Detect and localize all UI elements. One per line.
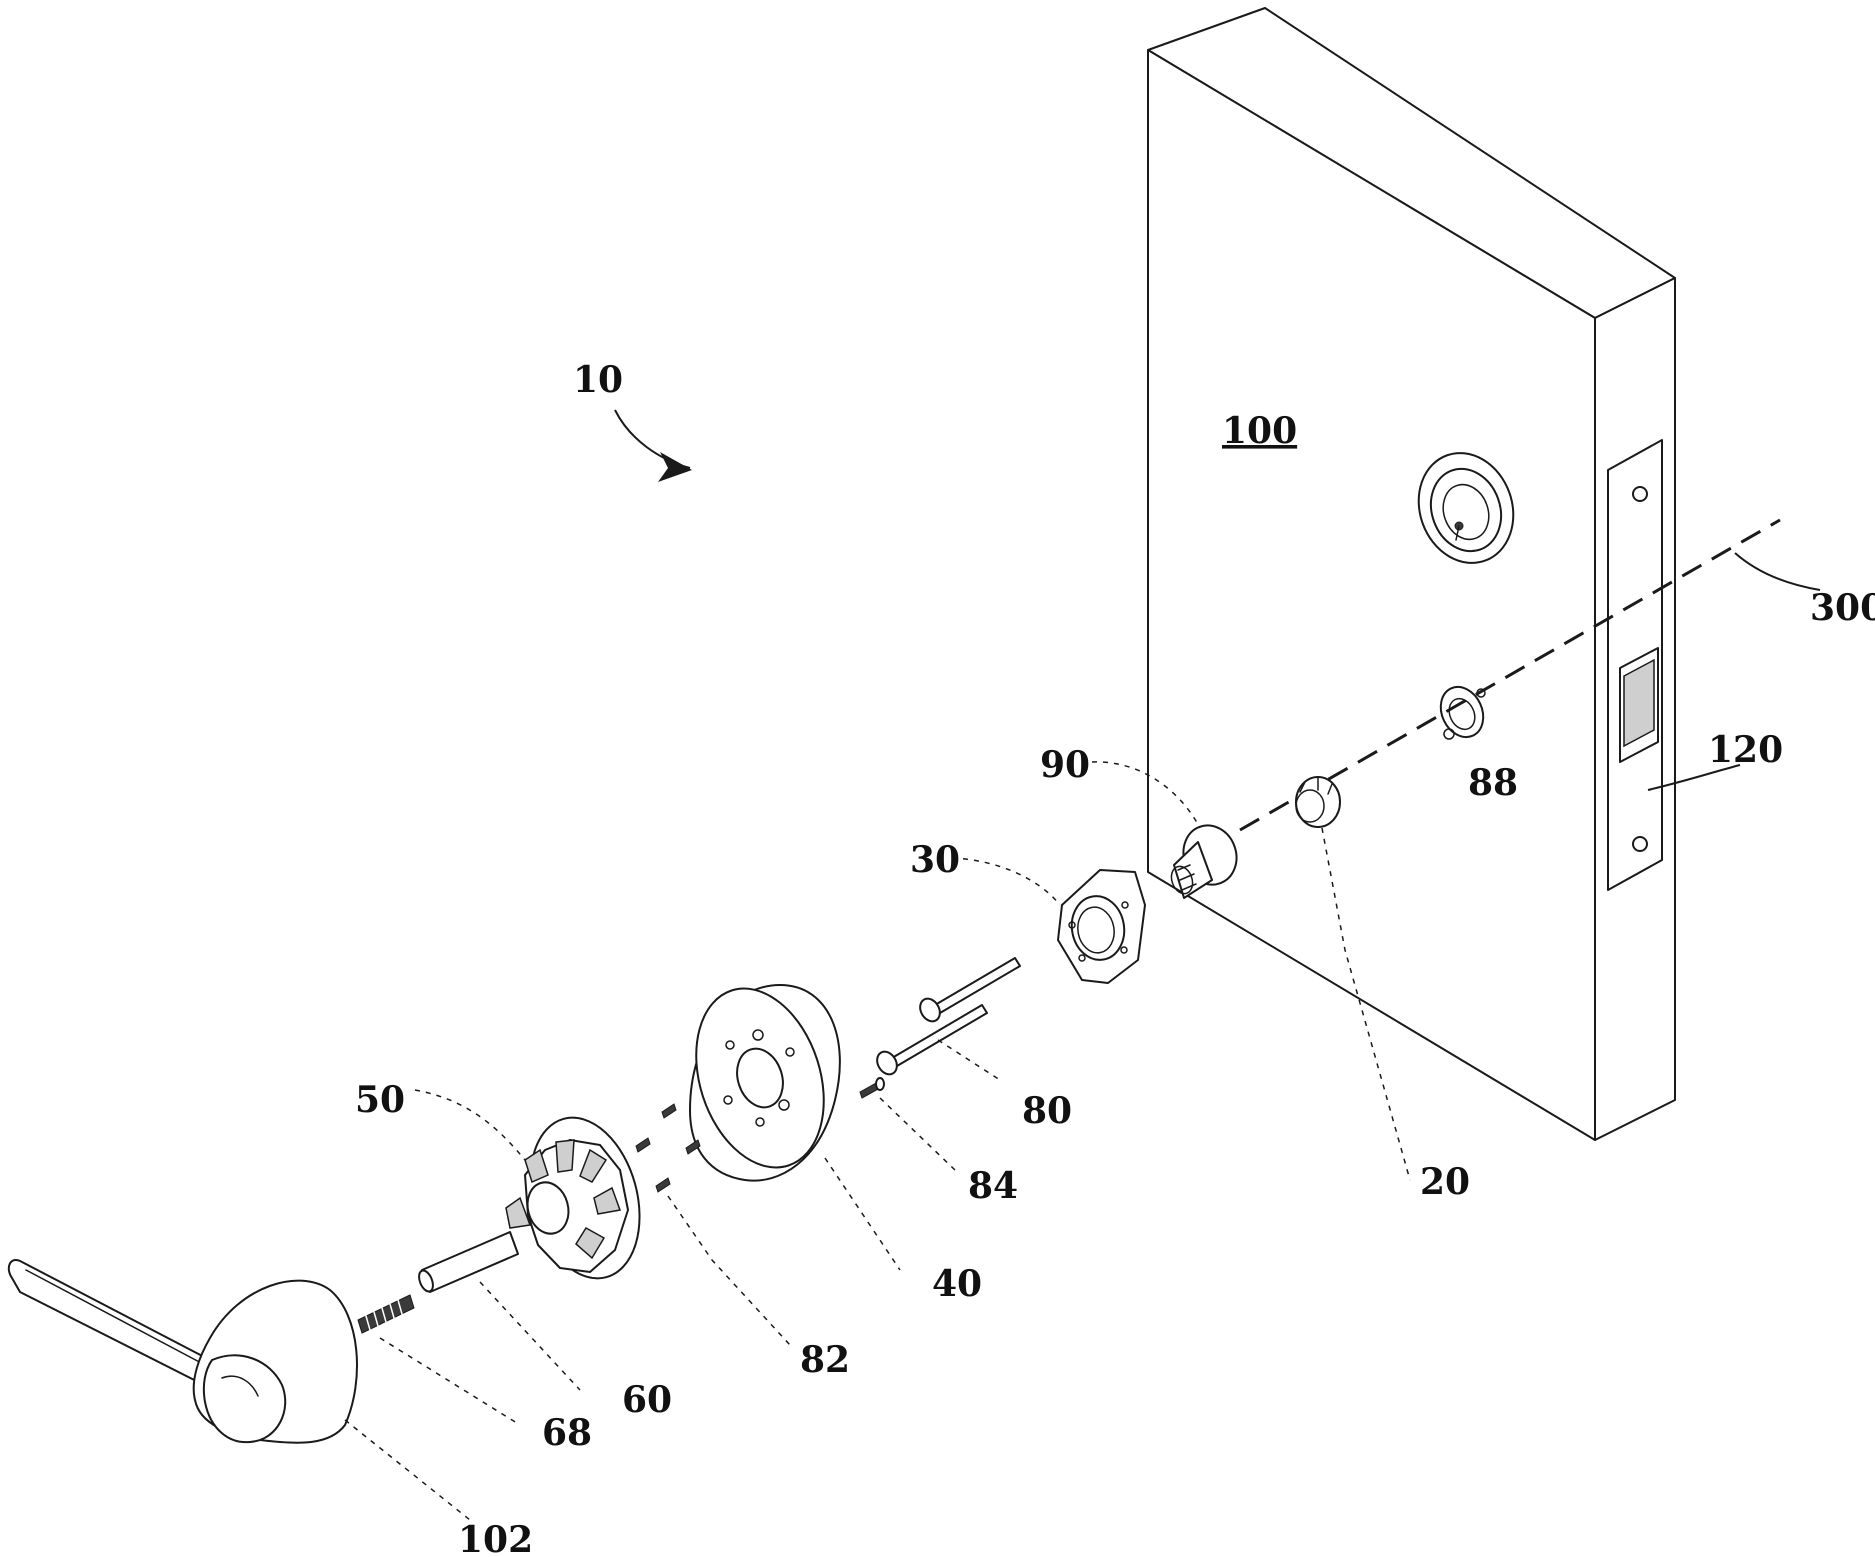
label-120: 120 bbox=[1708, 729, 1783, 771]
label-300: 300 bbox=[1810, 587, 1875, 629]
label-10: 10 bbox=[573, 359, 623, 401]
label-82: 82 bbox=[800, 1339, 850, 1381]
leader-50 bbox=[415, 1090, 525, 1160]
assembly-arrow bbox=[615, 410, 692, 482]
spring-cage bbox=[506, 1105, 656, 1290]
label-90: 90 bbox=[1040, 744, 1090, 786]
leader-82 bbox=[668, 1196, 790, 1345]
axis-leader bbox=[1735, 553, 1820, 590]
leader-68 bbox=[380, 1338, 520, 1425]
label-68: 68 bbox=[542, 1412, 592, 1454]
label-80: 80 bbox=[1022, 1090, 1072, 1132]
leader-60 bbox=[480, 1282, 580, 1390]
label-30: 30 bbox=[910, 839, 960, 881]
leader-30 bbox=[952, 858, 1060, 905]
faceplate bbox=[1608, 440, 1662, 890]
label-88: 88 bbox=[1468, 762, 1518, 804]
lever-handle bbox=[9, 1260, 357, 1443]
label-50: 50 bbox=[355, 1079, 405, 1121]
door bbox=[1148, 8, 1675, 1140]
label-20: 20 bbox=[1420, 1161, 1470, 1203]
label-60: 60 bbox=[622, 1379, 672, 1421]
label-100: 100 bbox=[1222, 410, 1297, 452]
label-84: 84 bbox=[968, 1165, 1018, 1207]
screw-84 bbox=[860, 1078, 884, 1098]
rose bbox=[675, 972, 846, 1184]
through-bolts bbox=[873, 958, 1020, 1078]
spindle bbox=[416, 1232, 518, 1293]
cylinder-spindle bbox=[1296, 777, 1340, 827]
label-102: 102 bbox=[458, 1519, 533, 1557]
leader-84 bbox=[880, 1098, 955, 1170]
label-40: 40 bbox=[932, 1263, 982, 1305]
mounting-plate bbox=[1058, 870, 1145, 983]
leader-102 bbox=[345, 1420, 470, 1520]
spring bbox=[358, 1295, 414, 1333]
leader-80 bbox=[938, 1040, 1000, 1080]
leader-40 bbox=[825, 1158, 900, 1270]
